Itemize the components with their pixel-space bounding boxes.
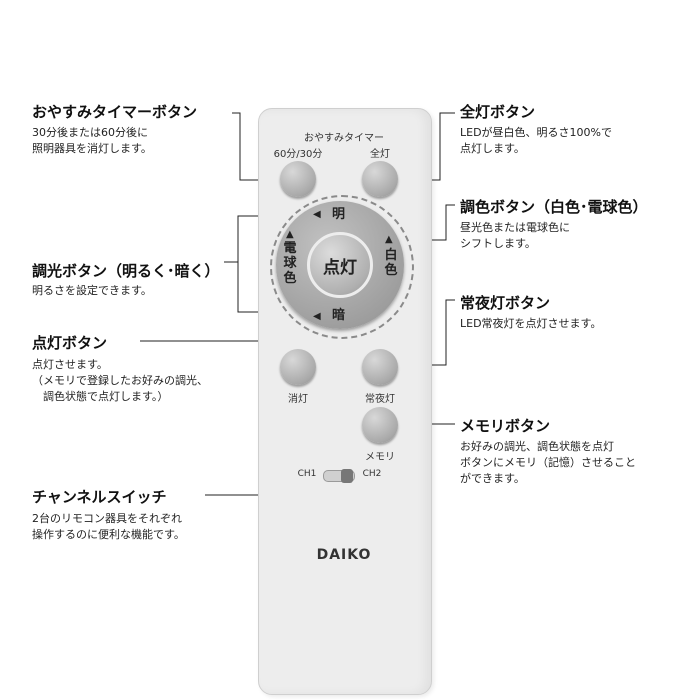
callout-full-desc: LEDが昼白色、明るさ100%で 点灯します。 [460, 125, 612, 157]
full-light-button[interactable] [362, 161, 398, 197]
callout-memory-desc-line: ができます。 [460, 472, 525, 485]
callout-sleep-desc-line: 30分後または60分後に [32, 126, 148, 139]
dpad-up-button[interactable]: 明 [332, 207, 346, 222]
callout-channel-desc-line: 操作するのに便利な機能です。 [32, 528, 185, 541]
callout-night-desc-line: LED常夜灯を点灯させます。 [460, 317, 602, 330]
on-button[interactable]: 点灯 [307, 232, 373, 298]
callout-dimmer-desc-line: 明るさを設定できます。 [32, 284, 152, 297]
callout-on-desc-line: 調色状態で点灯します。） [32, 390, 169, 403]
off-label: 消灯 [288, 394, 308, 405]
callout-full-title: 全灯ボタン [460, 103, 536, 121]
callout-memory-desc-line: ボタンにメモリ（記憶）させること [460, 456, 636, 469]
dpad-dashed-ring [270, 195, 414, 339]
line-dimmer [237, 215, 262, 262]
callout-sleep-desc: 30分後または60分後に 照明器具を消灯します。 [32, 125, 152, 157]
callout-dimmer-desc: 明るさを設定できます。 [32, 283, 152, 299]
callout-memory-title: メモリボタン [460, 417, 551, 435]
callout-color-title: 調色ボタン（白色･電球色） [460, 198, 648, 216]
callout-full-desc-line: LEDが昼白色、明るさ100%で [460, 126, 612, 139]
callout-dimmer-title: 調光ボタン（明るく･暗く） [32, 262, 220, 280]
callout-channel-desc: 2台のリモコン器具をそれぞれ 操作するのに便利な機能です。 [32, 511, 185, 543]
chevron-up-icon: ◀ [313, 209, 321, 220]
callout-color-desc-line: 昼光色または電球色に [460, 221, 570, 234]
chevron-right-icon: ▲ [385, 234, 393, 245]
callout-full-desc-line: 点灯します。 [460, 142, 525, 155]
memory-button[interactable] [362, 407, 398, 443]
callout-night-desc: LED常夜灯を点灯させます。 [460, 316, 601, 332]
callout-memory-desc-line: お好みの調光、調色状態を点灯 [460, 440, 614, 453]
chevron-left-icon: ▲ [286, 229, 294, 240]
dpad-down-button[interactable]: 暗 [332, 308, 346, 323]
night-light-button[interactable] [362, 349, 398, 385]
ch2-label: CH2 [362, 469, 382, 479]
callout-sleep-title: おやすみタイマーボタン [32, 103, 198, 121]
channel-switch-knob[interactable] [341, 469, 353, 483]
callout-color-desc-line: シフトします。 [460, 237, 536, 250]
callout-on-title: 点灯ボタン [32, 334, 108, 352]
off-button[interactable] [280, 349, 316, 385]
callout-memory-desc: お好みの調光、調色状態を点灯 ボタンにメモリ（記憶）させること ができます。 [460, 439, 636, 487]
ch1-label: CH1 [297, 469, 317, 479]
line-dimmer-2 [237, 262, 262, 313]
sleep-timer-sub-label: 60分/30分 [273, 149, 323, 160]
callout-on-desc: 点灯させます。 （メモリで登録したお好みの調光、 調色状態で点灯します。） [32, 357, 208, 405]
night-light-label: 常夜灯 [365, 394, 395, 405]
sleep-timer-button[interactable] [280, 161, 316, 197]
dpad-right-button[interactable]: 白色 [384, 248, 398, 278]
memory-label: メモリ [365, 452, 395, 463]
callout-on-desc-line: 点灯させます。 [32, 358, 108, 371]
callout-channel-title: チャンネルスイッチ [32, 488, 167, 506]
channel-switch[interactable] [323, 469, 355, 483]
callout-night-title: 常夜灯ボタン [460, 294, 551, 312]
callout-on-desc-line: （メモリで登録したお好みの調光、 [32, 374, 208, 387]
sleep-timer-label: おやすみタイマー [304, 133, 384, 144]
callout-channel-desc-line: 2台のリモコン器具をそれぞれ [32, 512, 182, 525]
full-light-label: 全灯 [370, 149, 390, 160]
brand-logo: DAIKO [316, 547, 372, 563]
callout-color-desc: 昼光色または電球色に シフトします。 [460, 220, 570, 252]
chevron-down-icon: ◀ [313, 311, 321, 322]
callout-sleep-desc-line: 照明器具を消灯します。 [32, 142, 152, 155]
dpad-left-button[interactable]: 電球色 [283, 241, 297, 286]
